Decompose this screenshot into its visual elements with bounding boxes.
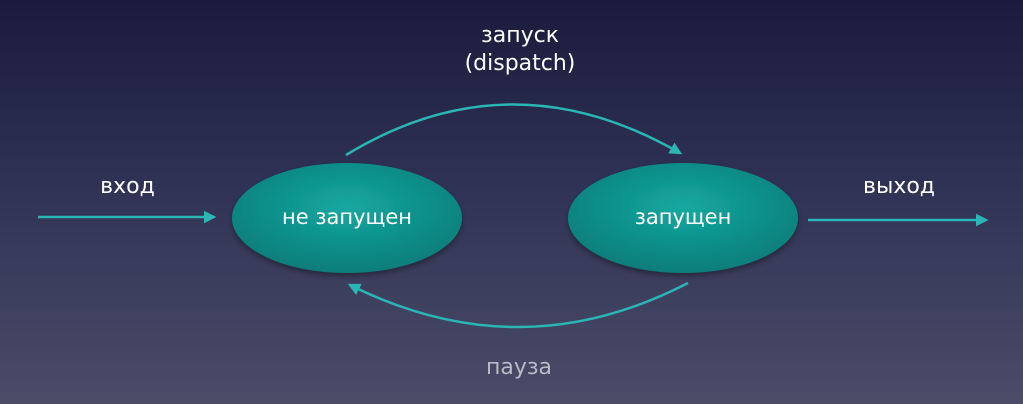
dispatch-label-line1: запуск xyxy=(481,23,559,48)
running-node xyxy=(568,163,798,273)
dispatch-label-line2: (dispatch) xyxy=(464,51,576,76)
dispatch-label: запуск (dispatch) xyxy=(420,22,620,78)
pause-arrow xyxy=(347,281,689,329)
input-label: вход xyxy=(100,174,155,199)
not-running-label: не запущен xyxy=(282,205,412,229)
running-label: запущен xyxy=(634,205,732,229)
pause-label: пауза xyxy=(485,355,553,380)
dispatch-arrow xyxy=(345,103,683,157)
not-running-node xyxy=(232,163,462,273)
output-label: выход xyxy=(862,174,936,199)
